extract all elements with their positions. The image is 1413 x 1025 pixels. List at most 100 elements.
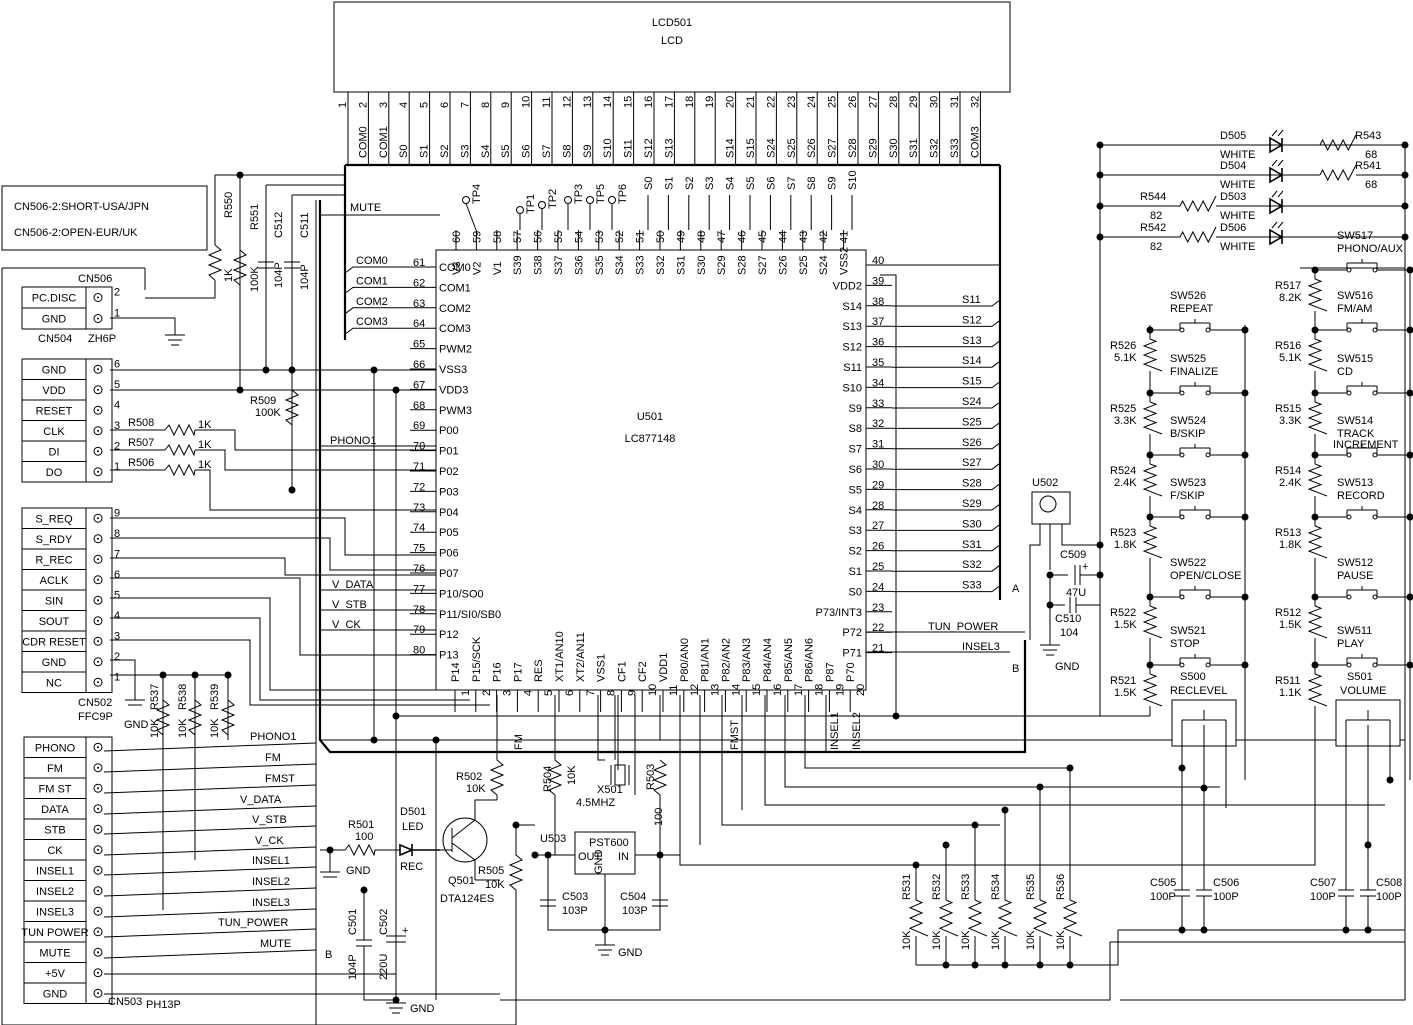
switch-contact <box>1205 390 1211 396</box>
ic-bottom-pin-name: P84/AN4 <box>762 638 774 682</box>
r534-val: 10K <box>990 930 1002 950</box>
switch-symbol <box>1150 444 1245 456</box>
lcd-bus-right-label: S32 <box>962 559 982 571</box>
r543-val: 68 <box>1365 149 1377 161</box>
connector-pin-number: 5 <box>114 379 120 391</box>
test-point-label: TP6 <box>617 184 629 204</box>
lcd-bus-right-line <box>892 381 1001 389</box>
lcd-pin-number: 13 <box>582 96 594 108</box>
connector-pin-circle <box>93 554 103 564</box>
lcd-bus-right: S11S12S13S14S15S24S25S26S27S28S29S30S31S… <box>892 294 1001 593</box>
lcd-pin-number: 6 <box>439 102 451 108</box>
r517-val: 8.2K <box>1279 292 1302 304</box>
ic-top-extra-label: S10 <box>847 170 859 190</box>
ic-left-pin-name: COM1 <box>439 282 471 294</box>
connector-pin-dot <box>97 787 99 790</box>
switch-contact <box>1205 594 1211 600</box>
ic-left-pin-name: VDD3 <box>439 384 468 396</box>
ic-left-pin-number: 63 <box>413 298 425 310</box>
c508-ref: C508 <box>1376 877 1402 889</box>
d501-label: REC <box>400 861 423 873</box>
connector-pin-dot <box>97 517 99 520</box>
junction-dot <box>1146 451 1154 459</box>
sw514-label2: INCREMENT <box>1333 439 1399 451</box>
c510-val: 104 <box>1060 627 1078 639</box>
resistor-zigzag <box>1142 401 1163 435</box>
pst-gnd-label: GND <box>618 947 643 959</box>
cn503-net-label: FMST <box>265 773 295 785</box>
test-point-circle <box>516 206 524 214</box>
connector-pin-circle <box>93 575 103 585</box>
ic-bottom-pin-number: 16 <box>772 684 784 696</box>
sw512-ref: SW512 <box>1337 557 1373 569</box>
ic-top-extra-label: S5 <box>745 177 757 190</box>
switch-contact <box>1346 327 1352 333</box>
connector-pin-label: DATA <box>41 804 69 816</box>
ic-left-pin-number: 74 <box>413 522 425 534</box>
ic-top-pin-number: 54 <box>573 231 585 243</box>
r504-ref: R504 <box>542 766 554 792</box>
ic-top-pin-name: S34 <box>614 255 626 275</box>
ic-right-pin-name: S9 <box>849 403 862 415</box>
switch-contact <box>1346 390 1352 396</box>
resistor-zigzag <box>1307 605 1328 639</box>
sw516-ref: SW516 <box>1337 290 1373 302</box>
ic-bottom-pin-number: 18 <box>814 684 826 696</box>
ic-left-pin-name: P13 <box>439 650 459 662</box>
resistor-zigzag <box>1179 195 1217 213</box>
lcd-pin-number: 16 <box>643 96 655 108</box>
net-fmst-vert: FMST <box>729 720 741 750</box>
resistor-zigzag <box>1307 463 1328 497</box>
r524-val: 2.4K <box>1114 477 1137 489</box>
junction-dot <box>1311 593 1319 601</box>
r543-ref: R543 <box>1355 130 1381 142</box>
connector-pin-label: +5V <box>45 968 66 980</box>
junction-dot <box>1406 389 1413 397</box>
ic-right-pin-number: 34 <box>872 377 884 389</box>
junction-dot <box>1311 661 1319 669</box>
c505-ref: C505 <box>1150 877 1176 889</box>
junction-dot <box>1146 593 1154 601</box>
r503-ref: R503 <box>645 764 657 790</box>
connector-pin-circle <box>93 968 103 978</box>
ic-right-pin-name: S13 <box>842 321 862 333</box>
c502-gnd: GND <box>410 1003 435 1015</box>
ic-bottom-pin-number: 14 <box>730 684 742 696</box>
connector-pin-label: RESET <box>36 405 73 417</box>
ic-left-pin-name: P03 <box>439 486 459 498</box>
junction-dot <box>1096 171 1104 179</box>
lcd-ref: LCD501 <box>652 17 692 29</box>
junction-dot <box>1311 389 1319 397</box>
ic-left-pin-number: 76 <box>413 563 425 575</box>
connector-pin-circle <box>93 763 103 773</box>
junction-dot <box>1146 389 1154 397</box>
ic-bottom-pin-name: CF2 <box>637 661 649 682</box>
cn503-net-wire <box>103 742 317 752</box>
switch-ladder-right: SW517PHONO/AUXSW516FM/AMSW515CDSW514TRAC… <box>1275 230 1413 780</box>
ic-right-pin-name: S6 <box>849 464 862 476</box>
ic-right-pin-name: S1 <box>849 566 862 578</box>
resistor-zigzag <box>1307 338 1328 372</box>
junction-dot <box>1001 806 1009 814</box>
cn503-net-wire <box>103 805 317 815</box>
ic-top-pin-number: 56 <box>533 231 545 243</box>
lcd-bus-left-label: COM0 <box>356 255 388 267</box>
lcd-pin-number: 10 <box>521 96 533 108</box>
sw516-label: FM/AM <box>1337 303 1372 315</box>
connector-pin-label: SOUT <box>39 616 70 628</box>
connector-pin-circle <box>93 616 103 626</box>
ic-top-pin-name: V3 <box>451 262 463 275</box>
ic-top-extra-label: S3 <box>704 177 716 190</box>
r509-val: 100K <box>255 407 281 419</box>
connector-pin-circle <box>93 534 103 544</box>
switch-symbol <box>1315 586 1410 598</box>
cn503-ref: CN503 <box>108 996 142 1008</box>
connector-pin-dot <box>97 910 99 913</box>
lcd-bus-left-line <box>344 286 410 294</box>
s500-ref: S500 <box>1180 671 1206 683</box>
lcd-bus-right-label: S26 <box>962 437 982 449</box>
ic-left-pin-name: P12 <box>439 629 459 641</box>
